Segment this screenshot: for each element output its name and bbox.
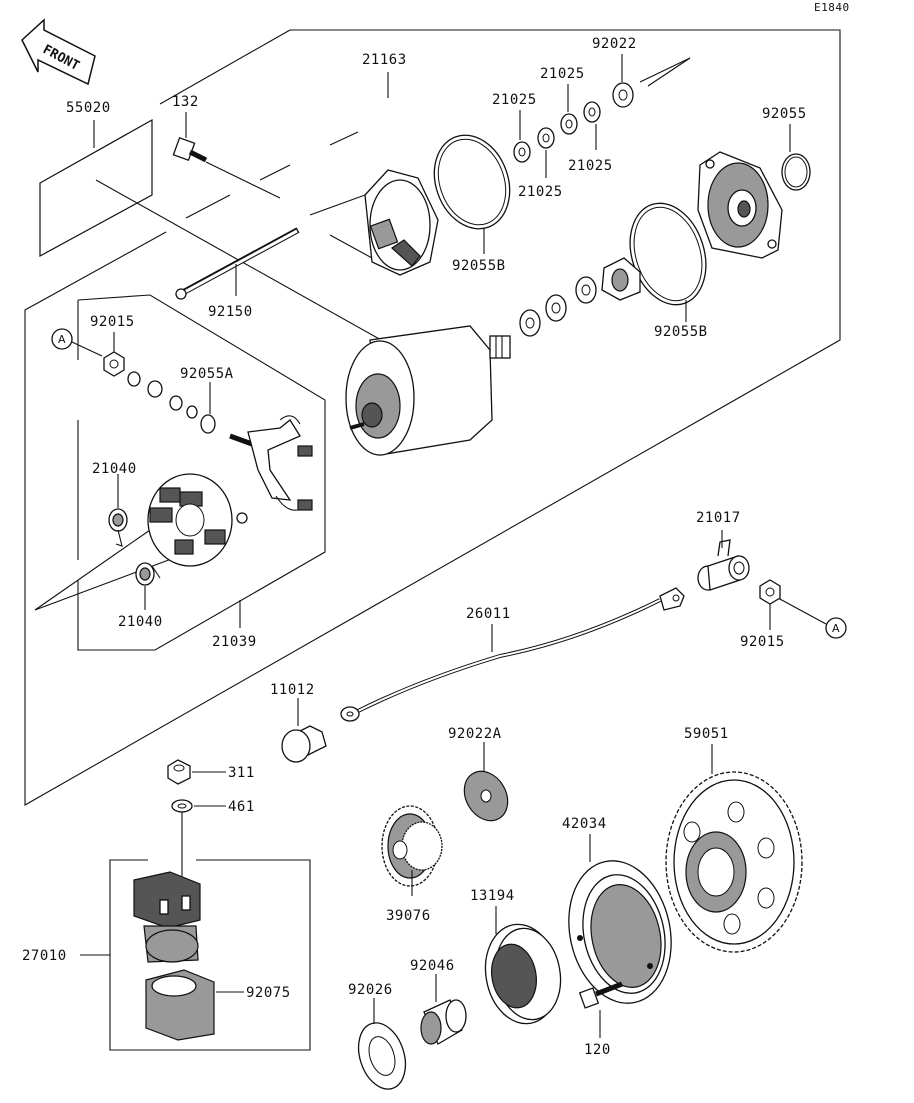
front-cover (309, 169, 439, 276)
brush-holder-plate (147, 473, 248, 567)
part-number-42034: 42034 (562, 816, 607, 832)
nut-92015-right (759, 579, 781, 630)
reference-marker-a-right: A (777, 597, 847, 639)
part-number-92022: 92022 (592, 36, 637, 52)
starter-gear-59051 (665, 744, 803, 953)
part-number-132: 132 (172, 94, 199, 110)
shaft-washers (519, 257, 641, 337)
rear-cover (697, 151, 783, 259)
part-number-21025-b: 21025 (540, 66, 585, 82)
part-number-92015-right: 92015 (740, 634, 785, 650)
part-number-11012: 11012 (270, 682, 315, 698)
o-ring-92055B-lower (629, 202, 707, 322)
part-number-21039: 21039 (212, 634, 257, 650)
part-number-27010: 27010 (22, 948, 67, 964)
part-number-92055B-lower: 92055B (654, 324, 708, 340)
washer-92022 (612, 54, 691, 108)
part-number-21040-top: 21040 (92, 461, 137, 477)
bolt-120 (578, 981, 623, 1038)
part-number-92055: 92055 (762, 106, 807, 122)
part-number-21025-c: 21025 (518, 184, 563, 200)
needle-bearing-92046 (420, 974, 467, 1045)
terminal-boot-21017 (697, 530, 750, 591)
part-number-120: 120 (584, 1042, 611, 1058)
o-ring-92055B-top (433, 134, 511, 254)
bolt-132 (172, 112, 281, 199)
reference-marker-a-left: A (51, 328, 103, 357)
part-number-21025-a: 21025 (492, 92, 537, 108)
svg-text:A: A (58, 333, 66, 346)
starter-motor-yoke (345, 325, 511, 456)
starter-relay-27010 (80, 859, 311, 1051)
one-way-clutch-13194 (484, 906, 562, 1025)
nut-311 (167, 759, 226, 785)
part-number-21040-bottom: 21040 (118, 614, 163, 630)
starter-clutch-42034 (568, 834, 672, 1004)
part-number-21017: 21017 (696, 510, 741, 526)
part-number-92015-left: 92015 (90, 314, 135, 330)
part-number-55020: 55020 (66, 100, 111, 116)
part-number-21163: 21163 (362, 52, 407, 68)
relay-holder-92075 (145, 969, 244, 1041)
o-ring-92055 (781, 124, 811, 191)
brush-spring-21040-bottom (135, 562, 161, 610)
part-number-13194: 13194 (470, 888, 515, 904)
part-number-26011: 26011 (466, 606, 511, 622)
starter-assembly-outline (24, 29, 841, 806)
starter-cable-26011 (340, 587, 685, 722)
terminal-bolt-and-bracket (229, 415, 313, 511)
part-number-92055B-top: 92055B (452, 258, 506, 274)
part-number-92075: 92075 (246, 985, 291, 1001)
part-number-92055A: 92055A (180, 366, 234, 382)
part-number-92150: 92150 (208, 304, 253, 320)
front-direction-arrow: FRONT (21, 18, 96, 86)
idle-gear-39076 (381, 805, 443, 896)
part-number-21025-d: 21025 (568, 158, 613, 174)
svg-text:A: A (832, 622, 840, 635)
part-number-39076: 39076 (386, 908, 431, 924)
part-number-92022A: 92022A (448, 726, 502, 742)
washer-stack-21025 (513, 84, 601, 178)
brush-spring-21040-top (108, 474, 128, 547)
washer-92022A (463, 742, 509, 822)
nut-92015-left (103, 332, 198, 419)
o-ring-92055A (200, 382, 216, 434)
part-number-59051: 59051 (684, 726, 729, 742)
through-bolt-92150 (175, 227, 300, 300)
part-number-311: 311 (228, 765, 255, 781)
part-number-92046: 92046 (410, 958, 455, 974)
washer-92026 (357, 998, 407, 1090)
washer-461 (171, 799, 226, 880)
part-number-92026: 92026 (348, 982, 393, 998)
diagram-code: E1840 (814, 1, 850, 14)
part-number-461: 461 (228, 799, 255, 815)
terminal-cap-11012 (281, 698, 327, 763)
brush-holder-outline (34, 294, 326, 651)
